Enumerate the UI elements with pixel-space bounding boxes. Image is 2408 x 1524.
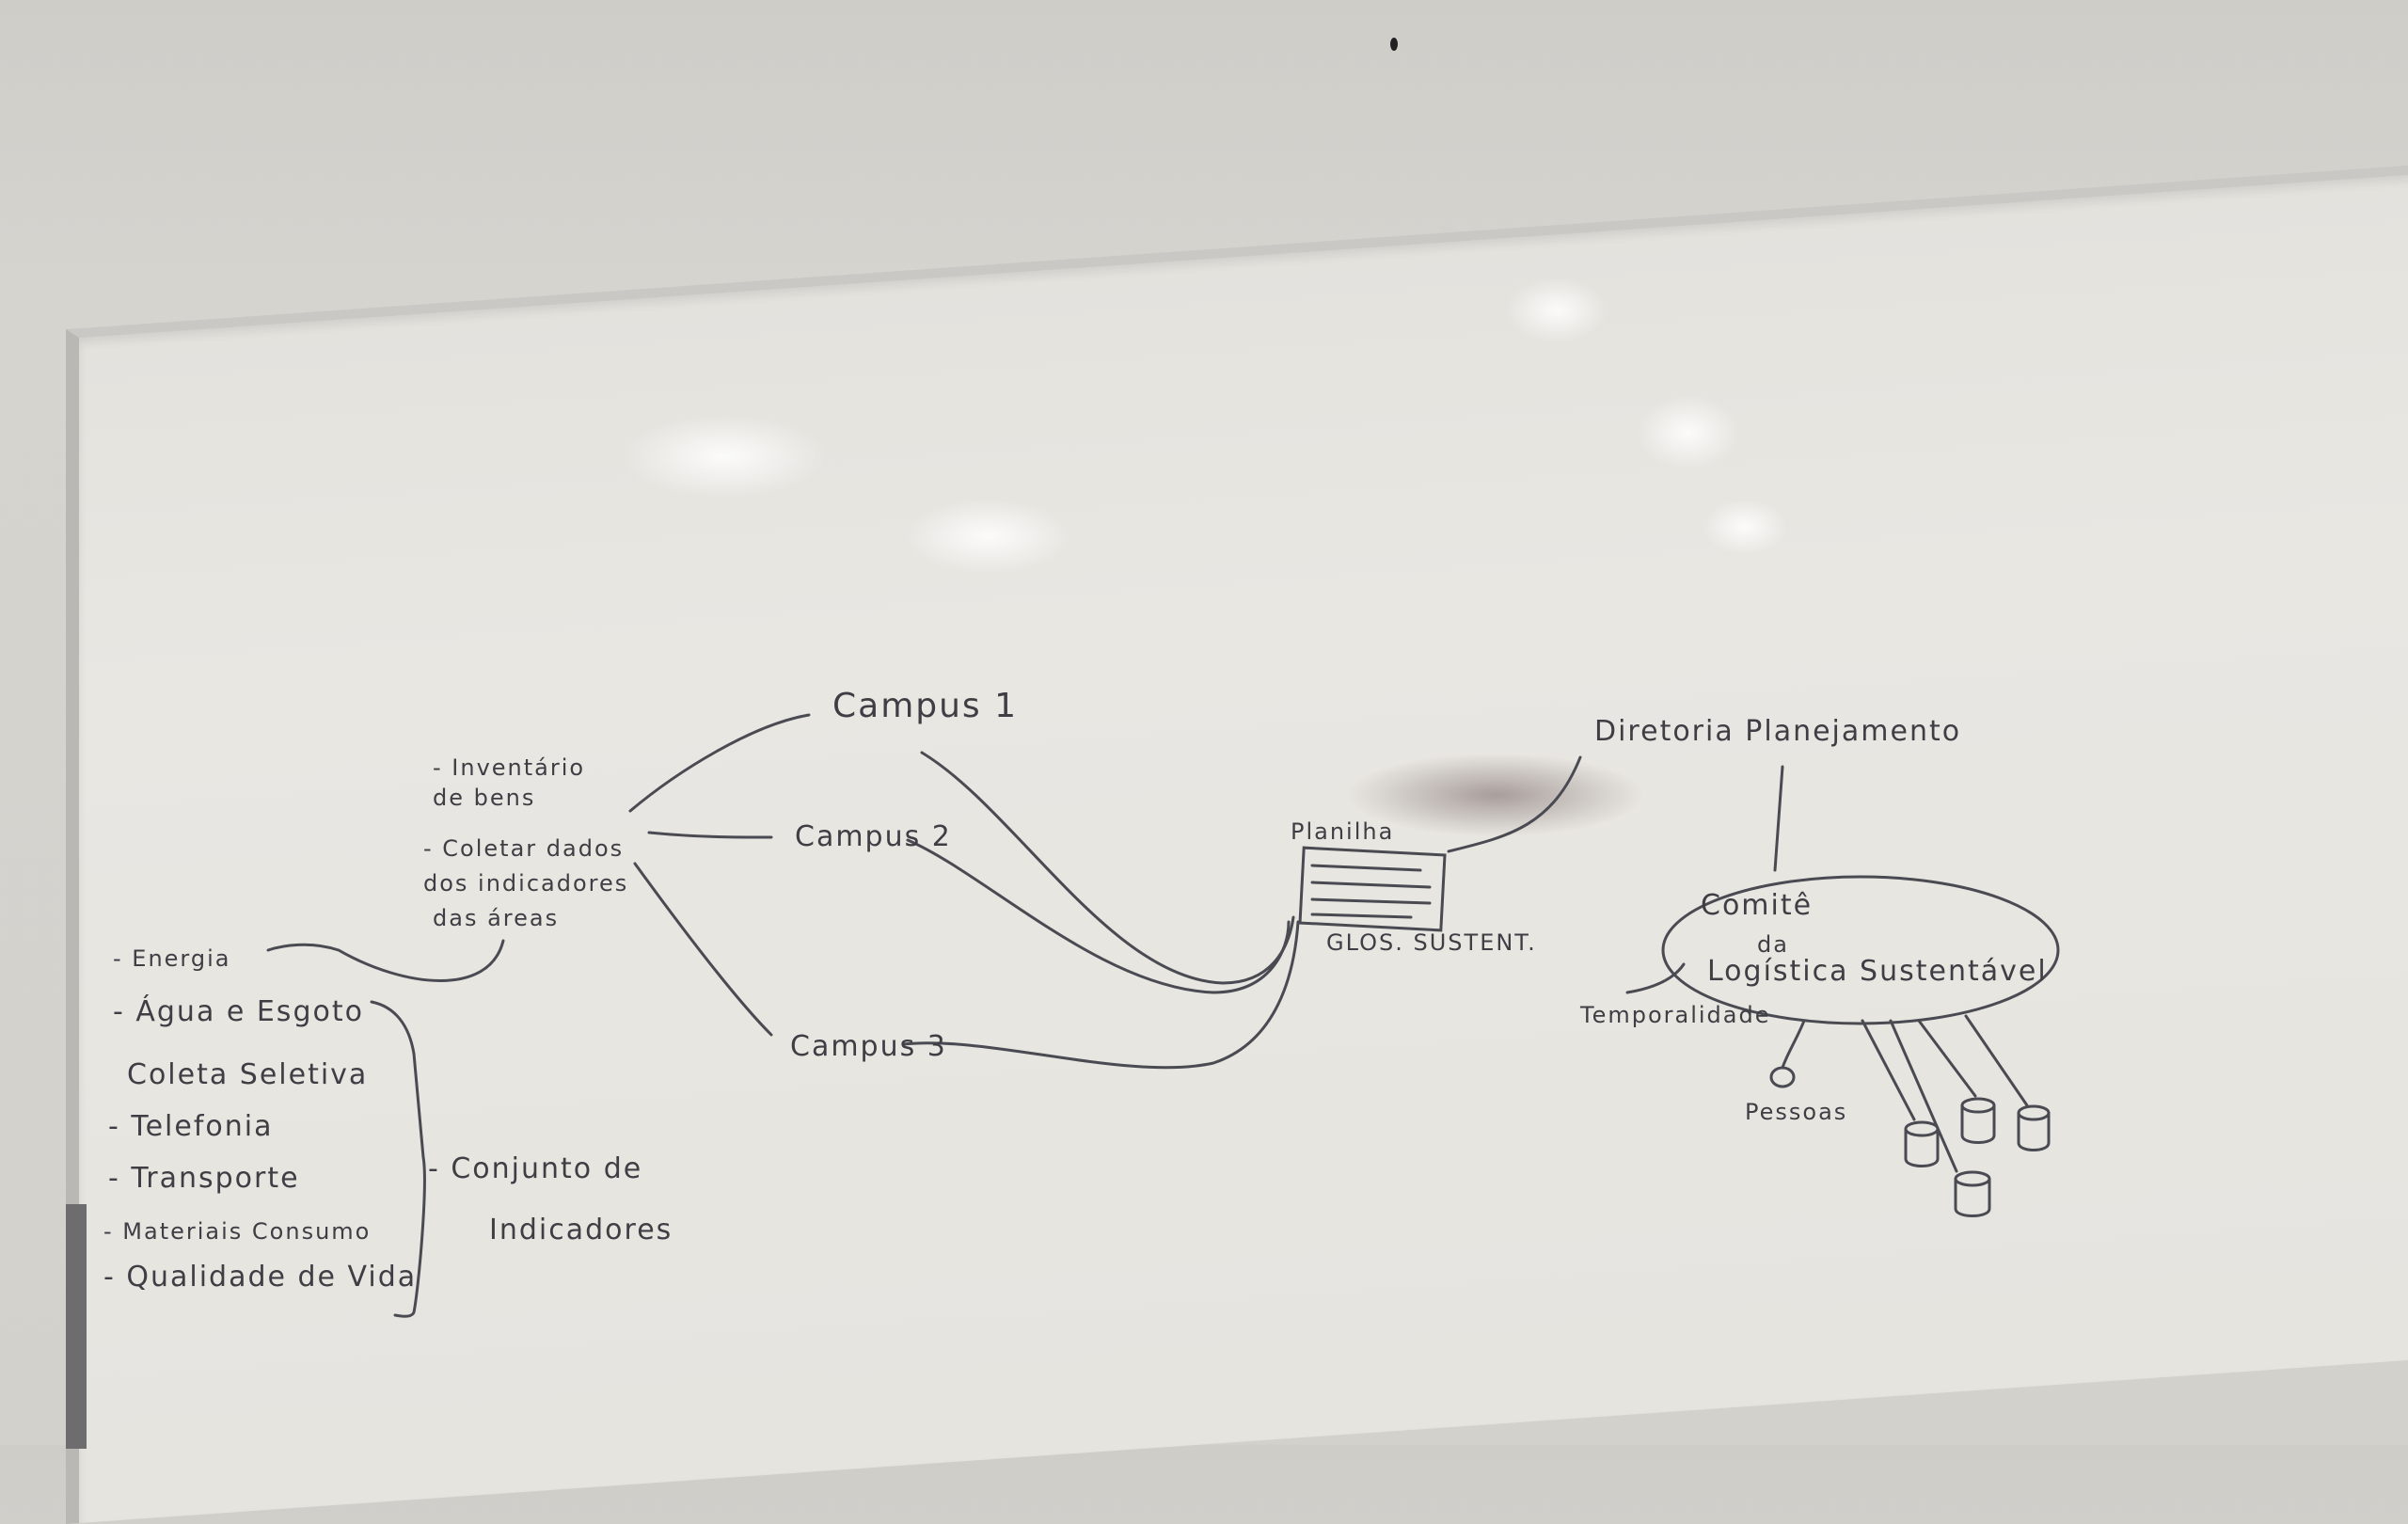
link-notes-campus2 (647, 831, 773, 839)
marker-smudge (1345, 753, 1646, 837)
light-reflection (1703, 499, 1787, 555)
planilha-row (1310, 897, 1432, 905)
database-icon (1960, 1097, 1996, 1144)
light-reflection (621, 414, 828, 499)
comite-ellipse (1661, 875, 2060, 1025)
note-inventario: - Inventário de bens (433, 754, 586, 811)
link-campus2-planilha (906, 838, 1291, 994)
pessoas-node (1769, 1066, 1796, 1088)
link-notes-campus3 (633, 862, 773, 1037)
note-coletar-3: das áreas (433, 905, 560, 931)
comite-logistica: Logística Sustentável (1707, 955, 2048, 988)
pessoas-label: Pessoas (1745, 1099, 1848, 1125)
link-planilha-diretoria (1447, 755, 1582, 853)
indicator-materiais: - Materiais Consumo (103, 1218, 372, 1245)
temporalidade-label: Temporalidade (1580, 1002, 1771, 1028)
light-reflection (903, 499, 1072, 574)
link-comite-db (1917, 1019, 1977, 1098)
link-comite-temporalidade (1625, 962, 1686, 994)
planilha-row (1310, 913, 1413, 919)
conjunto-label-2: Indicadores (489, 1214, 673, 1246)
link-comite-pessoas (1781, 1019, 1806, 1070)
indicator-agua: - Água e Esgoto (113, 995, 364, 1028)
planilha-row (1310, 881, 1432, 889)
conjunto-label-1: - Conjunto de (428, 1152, 643, 1185)
planilha-box (1298, 846, 1447, 932)
indicator-transporte: - Transporte (108, 1162, 300, 1195)
link-comite-db (1964, 1014, 2029, 1107)
link-notes-campus1 (628, 713, 811, 813)
link-comite-db (1861, 1019, 1916, 1121)
indicator-energia: - Energia (113, 945, 231, 972)
note-coletar-1: - Coletar dados (423, 835, 625, 862)
link-campus1-planilha (920, 751, 1295, 985)
mind-map-lines (266, 713, 2060, 1318)
light-reflection (1505, 278, 1608, 343)
planilha-title: Planilha (1291, 818, 1395, 845)
planilha-row (1310, 864, 1422, 872)
comite-da: da (1757, 931, 1789, 958)
indicator-qualidade: - Qualidade de Vida (103, 1261, 418, 1294)
comite-label: Comitê (1701, 889, 1814, 922)
database-icon (1904, 1120, 1940, 1167)
wall-mark (1390, 38, 1398, 51)
link-comite-db (1889, 1019, 1958, 1173)
link-coletar-energia (266, 939, 505, 982)
indicator-coleta: Coleta Seletiva (127, 1058, 369, 1091)
database-icon (2017, 1104, 2051, 1151)
diretoria-label: Diretoria Planejamento (1594, 715, 1962, 748)
database-icon (1954, 1170, 1991, 1217)
indicator-telefonia: - Telefonia (108, 1110, 274, 1143)
note-coletar-2: dos indicadores (423, 870, 629, 897)
campus-1: Campus 1 (832, 687, 1019, 725)
planilha-subtitle: GLOS. SUSTENT. (1326, 929, 1537, 956)
campus-3: Campus 3 (790, 1030, 947, 1063)
campus-2: Campus 2 (795, 820, 952, 853)
bracket (370, 1000, 426, 1318)
light-reflection (1637, 395, 1740, 470)
link-diretoria-comite (1773, 765, 1784, 872)
board-frame-shadow (66, 1204, 87, 1449)
link-campus3-planilha (901, 920, 1300, 1070)
